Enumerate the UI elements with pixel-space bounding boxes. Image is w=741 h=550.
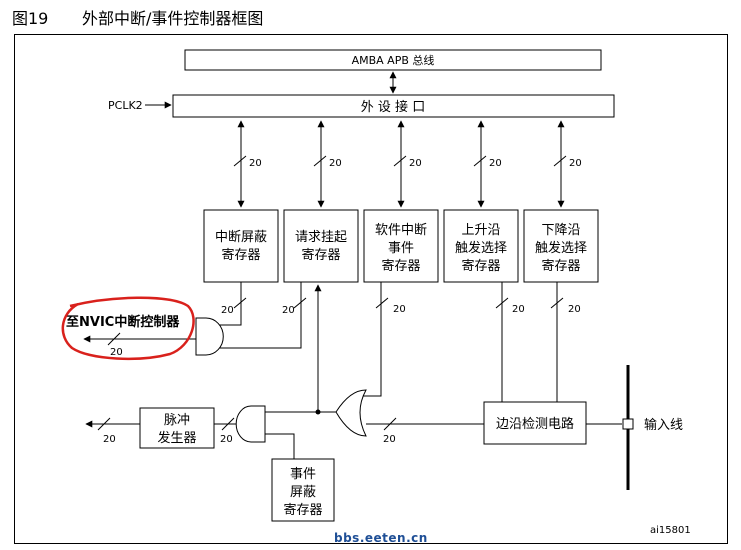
svg-text:寄存器: 寄存器 bbox=[541, 258, 580, 274]
signal-wires bbox=[83, 282, 630, 490]
bus-width-label: 20 bbox=[569, 158, 582, 169]
figure-title: 外部中断/事件控制器框图 bbox=[82, 9, 264, 28]
bus-width-label: 20 bbox=[220, 434, 233, 445]
svg-text:发生器: 发生器 bbox=[157, 430, 196, 446]
bus-width-label: 20 bbox=[393, 304, 406, 315]
svg-text:脉冲: 脉冲 bbox=[164, 413, 190, 428]
bus-width-label: 20 bbox=[221, 305, 234, 316]
amba-apb-bus-label: AMBA APB 总线 bbox=[352, 53, 435, 67]
bus-width-label: 20 bbox=[249, 158, 262, 169]
falling-trigger-register: 下降沿 触发选择 寄存器 bbox=[523, 209, 599, 283]
pending-request-register: 请求挂起 寄存器 bbox=[283, 209, 359, 283]
amba-apb-bus: AMBA APB 总线 bbox=[184, 49, 602, 71]
figure-id: ai15801 bbox=[650, 525, 691, 536]
bus-width-label: 20 bbox=[110, 347, 123, 358]
peripheral-interface-label: 外 设 接 口 bbox=[361, 99, 425, 115]
svg-text:寄存器: 寄存器 bbox=[221, 247, 260, 263]
watermark: bbs.eeten.cn bbox=[334, 531, 428, 545]
peripheral-interface: 外 设 接 口 bbox=[172, 94, 615, 118]
bus-width-label: 20 bbox=[489, 158, 502, 169]
pclk2-label: PCLK2 bbox=[108, 99, 143, 112]
edge-detect-circuit: 边沿检测电路 bbox=[483, 401, 587, 445]
svg-text:寄存器: 寄存器 bbox=[283, 502, 322, 518]
or-gate bbox=[335, 389, 367, 437]
svg-text:寄存器: 寄存器 bbox=[301, 247, 340, 263]
bus-width-label: 20 bbox=[568, 304, 581, 315]
svg-text:下降沿: 下降沿 bbox=[541, 223, 580, 238]
svg-text:软件中断: 软件中断 bbox=[375, 223, 427, 238]
rising-trigger-register: 上升沿 触发选择 寄存器 bbox=[443, 209, 519, 283]
figure-number: 图19 bbox=[12, 9, 49, 28]
svg-text:上升沿: 上升沿 bbox=[461, 223, 500, 238]
bus-width-label: 20 bbox=[512, 304, 525, 315]
svg-text:寄存器: 寄存器 bbox=[381, 258, 420, 274]
svg-text:请求挂起: 请求挂起 bbox=[295, 230, 347, 245]
pulse-generator: 脉冲 发生器 bbox=[139, 407, 215, 449]
bus-width-label: 20 bbox=[329, 158, 342, 169]
event-mask-register: 事件 屏蔽 寄存器 bbox=[271, 458, 335, 522]
svg-text:边沿检测电路: 边沿检测电路 bbox=[496, 416, 574, 432]
red-highlight-circle bbox=[61, 296, 195, 361]
input-line-label: 输入线 bbox=[644, 417, 683, 433]
svg-text:触发选择: 触发选择 bbox=[535, 240, 587, 256]
bus-width-label: 20 bbox=[103, 434, 116, 445]
register-bus-arrows bbox=[233, 120, 567, 208]
interrupt-and-gate bbox=[195, 317, 224, 356]
svg-text:屏蔽: 屏蔽 bbox=[290, 485, 316, 500]
junction-dot bbox=[315, 409, 321, 415]
svg-text:事件: 事件 bbox=[388, 241, 414, 256]
nvic-label: 至NVIC中断控制器 bbox=[66, 314, 180, 330]
interrupt-mask-register: 中断屏蔽 寄存器 bbox=[203, 209, 279, 283]
svg-text:中断屏蔽: 中断屏蔽 bbox=[215, 230, 267, 245]
bus-width-label: 20 bbox=[282, 305, 295, 316]
svg-text:事件: 事件 bbox=[290, 467, 316, 482]
event-and-gate bbox=[235, 405, 266, 443]
bus-width-label: 20 bbox=[383, 434, 396, 445]
bus-width-label: 20 bbox=[409, 158, 422, 169]
svg-text:触发选择: 触发选择 bbox=[455, 240, 507, 256]
software-interrupt-event-register: 软件中断 事件 寄存器 bbox=[363, 209, 439, 283]
svg-text:寄存器: 寄存器 bbox=[461, 258, 500, 274]
input-pin bbox=[622, 418, 634, 430]
diagram-frame bbox=[14, 34, 728, 544]
